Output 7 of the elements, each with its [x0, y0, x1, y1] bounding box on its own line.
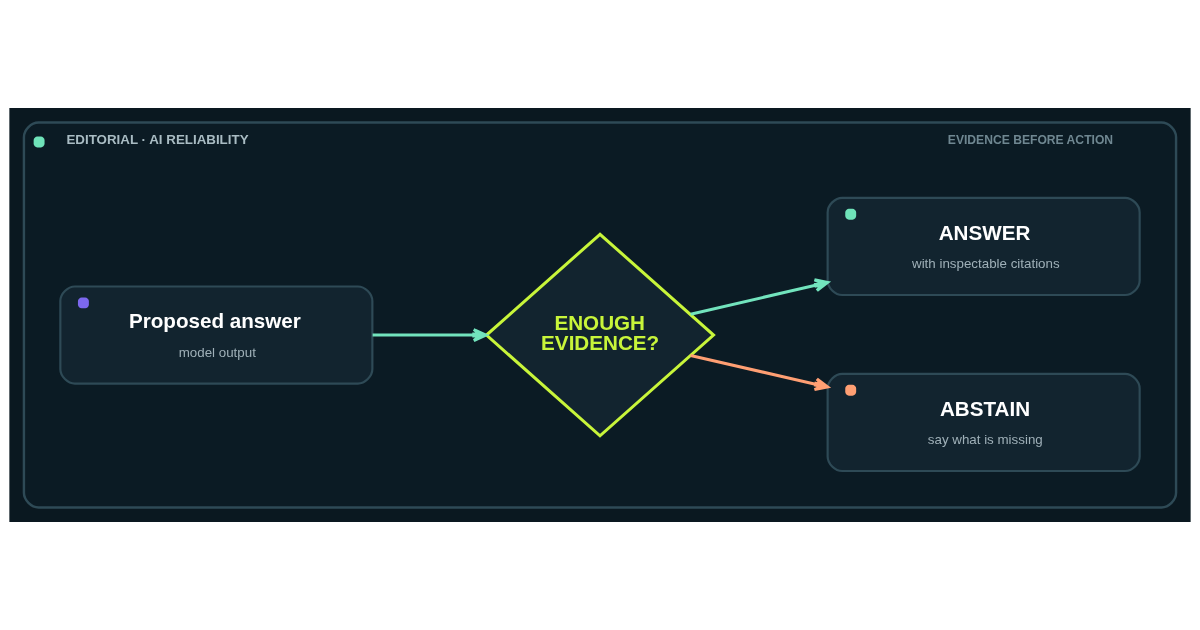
arrow [372, 328, 488, 342]
node-diamond: ENOUGH EVIDENCE? [484, 232, 716, 438]
node-box: ANSWER with inspectable citations [826, 196, 1141, 297]
node-box: ABSTAIN say what is missing [826, 372, 1141, 473]
node-box: Proposed answer model output [59, 285, 374, 385]
arrow [690, 354, 830, 392]
arrow [690, 278, 830, 316]
